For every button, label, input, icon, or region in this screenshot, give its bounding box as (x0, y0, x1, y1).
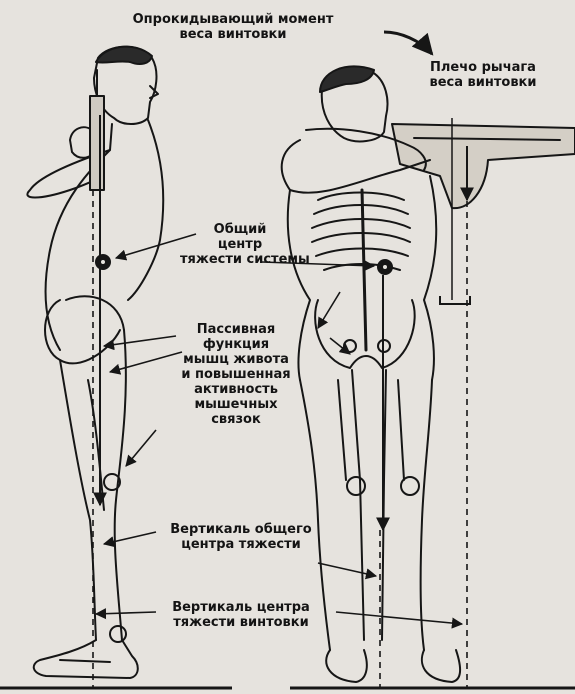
label-lever-arm: Плечо рычага веса винтовки (408, 60, 558, 90)
label-passive-line1: Пассивная (166, 322, 306, 337)
leader-arrows (96, 234, 462, 624)
label-passive-line5: активность (166, 382, 306, 397)
label-gravity-vertical-line2: центра тяжести (156, 537, 326, 552)
label-rifle-vertical: Вертикаль центра тяжести винтовки (152, 600, 330, 630)
moment-arrow (384, 32, 432, 54)
label-overturning-moment-line2: веса винтовки (118, 27, 348, 42)
label-cog-line3: тяжести системы (180, 252, 300, 267)
label-passive-line4: и повышенная (166, 367, 306, 382)
label-rifle-vertical-line2: тяжести винтовки (152, 615, 330, 630)
label-overturning-moment: Опрокидывающий момент веса винтовки (118, 12, 348, 42)
label-passive-line6: мышечных (166, 397, 306, 412)
label-gravity-vertical: Вертикаль общего центра тяжести (156, 522, 326, 552)
label-center-of-gravity: Общий центр тяжести системы (180, 222, 300, 267)
label-passive-function: Пассивная функция мышц живота и повышенн… (166, 322, 306, 427)
label-overturning-moment-line1: Опрокидывающий момент (118, 12, 348, 27)
label-passive-line2: функция (166, 337, 306, 352)
front-view-figure (282, 66, 575, 682)
lever-arm-bracket (440, 296, 470, 304)
label-lever-arm-line2: веса винтовки (408, 75, 558, 90)
label-passive-line7: связок (166, 412, 306, 427)
label-lever-arm-line1: Плечо рычага (408, 60, 558, 75)
label-cog-line2: центр (180, 237, 300, 252)
label-rifle-vertical-line1: Вертикаль центра (152, 600, 330, 615)
label-cog-line1: Общий (180, 222, 300, 237)
label-passive-line3: мышц живота (166, 352, 306, 367)
label-gravity-vertical-line1: Вертикаль общего (156, 522, 326, 537)
